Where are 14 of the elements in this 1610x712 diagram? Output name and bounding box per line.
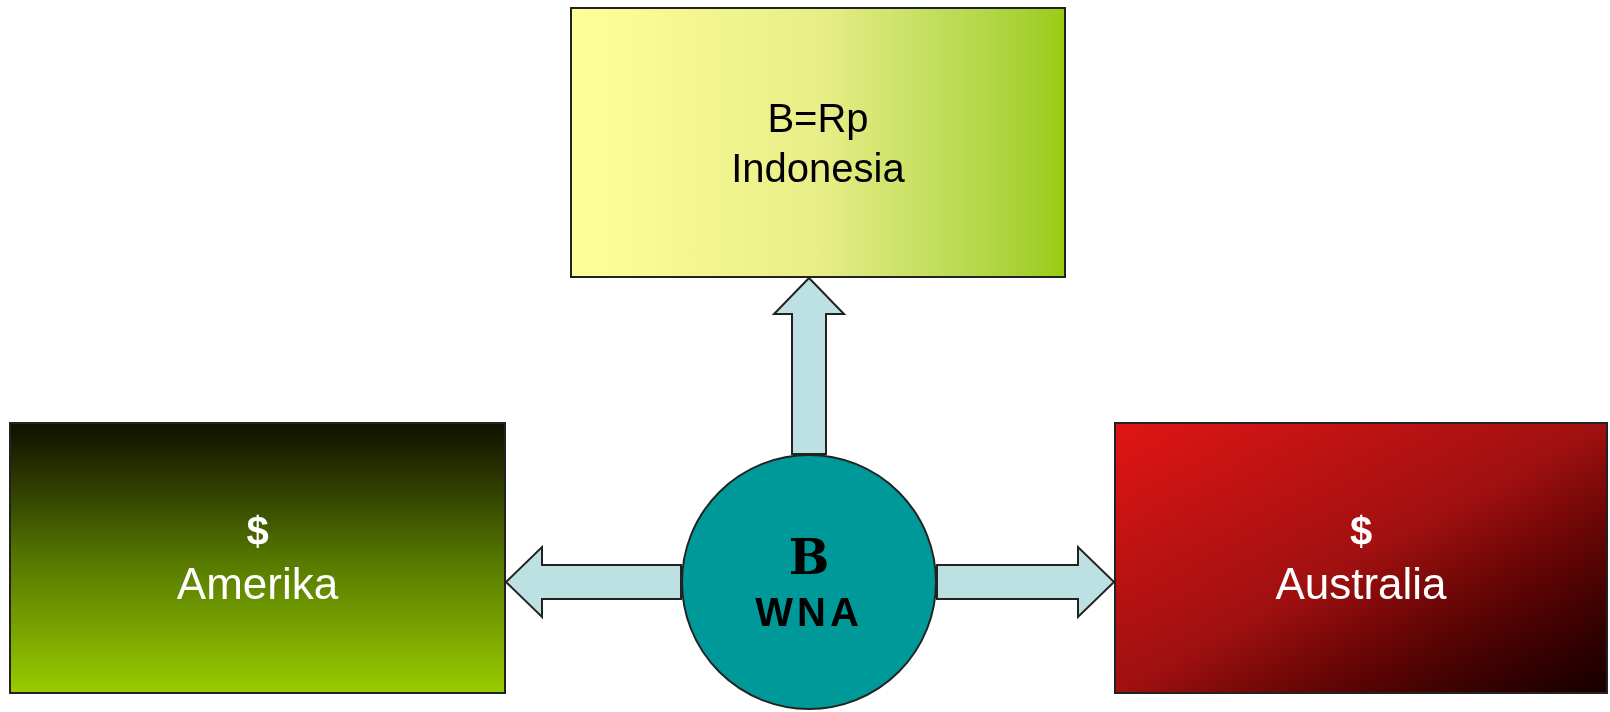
node-text: Indonesia	[731, 144, 905, 192]
block-arrow	[936, 544, 1116, 620]
node-text: B	[788, 528, 830, 587]
block-arrow	[771, 276, 847, 455]
box-node	[9, 422, 506, 694]
node-text: Australia	[1275, 557, 1447, 610]
node-text: $	[246, 507, 269, 555]
node-text: $	[1349, 507, 1373, 555]
node-text: WNA	[755, 589, 863, 636]
block-arrow	[504, 544, 682, 620]
box-node	[1114, 422, 1608, 694]
node-text: B=Rp	[767, 94, 869, 142]
node-text: Amerika	[176, 557, 339, 610]
box-node	[570, 7, 1066, 278]
